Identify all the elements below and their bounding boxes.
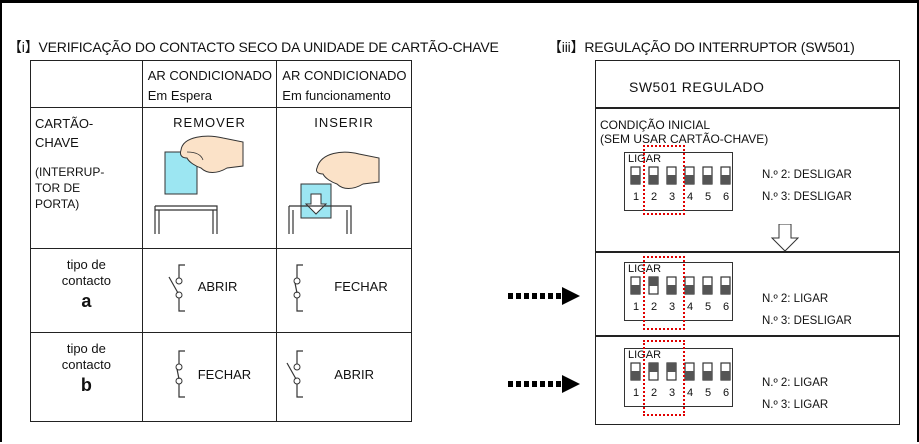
switch-number-5: 5 (705, 191, 712, 203)
sw-panel-contact-b: LIGAR 1 2 3 4 5 6 N.º 2: LIGAR N.º 3: LI… (595, 335, 900, 425)
status-switch-3: N.º 3: DESLIGAR (762, 191, 852, 203)
closed-contact-symbol (175, 350, 185, 398)
remove-card-illustration (154, 135, 244, 234)
sw501-title-box: SW501 REGULADO (595, 60, 900, 109)
switch-number-4: 4 (687, 301, 694, 313)
hand (316, 151, 380, 189)
heading-switch-setting: 【iii】REGULAÇÃO DO INTERRUPTOR (SW501) (548, 39, 855, 55)
contact-b-status: N.º 2: LIGAR N.º 3: LIGAR (762, 372, 828, 416)
switch-number-2: 2 (651, 191, 658, 203)
switch-number-4: 4 (687, 191, 694, 203)
status-switch-2: N.º 2: LIGAR (762, 293, 829, 305)
cell-b-standby: FECHAR (141, 332, 278, 422)
status-switch-3: N.º 3: DESLIGAR (762, 315, 852, 327)
switch-number-1: 1 (633, 387, 640, 399)
open-contact-symbol (286, 350, 304, 398)
sw-panel-initial: CONDIÇÃO INICIAL (SEM USAR CARTÃO-CHAVE)… (595, 107, 900, 253)
contact-b-line2: contacto (61, 357, 111, 372)
switch-number-4: 4 (687, 387, 694, 399)
a-standby-state: ABRIR (197, 279, 238, 294)
switch-number-1: 1 (633, 301, 640, 313)
heading-dry-contact-check: 【i】VERIFICAÇÃO DO CONTACTO SECO DA UNIDA… (8, 39, 499, 55)
closed-contact-symbol (293, 264, 304, 312)
arrow-right-icon (508, 375, 580, 393)
col-header-standby: AR CONDICIONADO Em Espera (141, 60, 278, 108)
highlight-switch-2-3 (643, 256, 685, 330)
row-label-keycard: CARTÃO- CHAVE (INTERRUP- TOR DE PORTA) (30, 107, 143, 249)
open-contact-symbol (168, 264, 185, 312)
switch-number-1: 1 (633, 191, 640, 203)
dip-switch-levers (630, 362, 731, 381)
card-holder (288, 205, 352, 234)
arrow-right-icon (508, 287, 580, 305)
card-holder (154, 205, 218, 234)
col-header-standby-line2: Em Espera (147, 88, 213, 103)
arrow-down-icon (305, 193, 328, 215)
contact-b-line1: tipo de (66, 341, 106, 356)
col-header-running-line2: Em funcionamento (282, 88, 391, 103)
initial-condition-line1: CONDIÇÃO INICIAL (600, 118, 711, 132)
switch-number-3: 3 (669, 301, 676, 313)
switch-number-2: 2 (651, 301, 658, 313)
a-running-state: FECHAR (334, 279, 388, 294)
initial-condition-label: CONDIÇÃO INICIAL (SEM USAR CARTÃO-CHAVE) (600, 118, 768, 146)
dip-switch-levers (630, 276, 731, 295)
initial-status: N.º 2: DESLIGAR N.º 3: DESLIGAR (762, 164, 852, 208)
col-header-running-line1: AR CONDICIONADO (282, 68, 407, 83)
cell-a-standby: ABRIR (141, 248, 278, 333)
dip-switch: LIGAR 1 2 3 4 5 6 (624, 348, 733, 407)
sw501-title: SW501 REGULADO (629, 79, 765, 95)
insert-card-illustration (288, 151, 380, 234)
switch-number-2: 2 (651, 387, 658, 399)
contact-a-status: N.º 2: LIGAR N.º 3: DESLIGAR (762, 288, 852, 332)
contact-a-line2: contacto (61, 273, 111, 288)
status-switch-2: N.º 2: LIGAR (762, 377, 829, 389)
b-standby-state: FECHAR (197, 367, 252, 382)
col-header-running: AR CONDICIONADO Em funcionamento (276, 60, 412, 108)
initial-condition-line2: (SEM USAR CARTÃO-CHAVE) (600, 132, 769, 146)
b-running-state: ABRIR (334, 367, 375, 382)
highlight-switch-2-3 (643, 340, 685, 416)
highlight-switch-2-3 (643, 145, 685, 215)
switch-number-5: 5 (705, 301, 712, 313)
dry-contact-table: AR CONDICIONADO Em Espera AR CONDICIONAD… (30, 60, 450, 422)
status-switch-2: N.º 2: DESLIGAR (762, 169, 852, 181)
row-label-contact-b: tipo de contacto b (30, 332, 143, 422)
row-label-keycard-line3: (INTERRUP- (35, 165, 105, 179)
switch-number-6: 6 (723, 387, 730, 399)
row-label-keycard-line5: PORTA) (35, 197, 80, 211)
switch-number-5: 5 (705, 387, 712, 399)
status-switch-3: N.º 3: LIGAR (762, 399, 829, 411)
dip-switch: LIGAR 1 2 3 4 5 6 (624, 262, 733, 321)
switch-number-3: 3 (669, 387, 676, 399)
cell-b-running: ABRIR (276, 332, 412, 422)
corner-cell (30, 60, 143, 108)
switch-number-6: 6 (723, 191, 730, 203)
sw-panel-contact-a: LIGAR 1 2 3 4 5 6 N.º 2: LIGAR N.º 3: DE… (595, 251, 900, 337)
cell-insert-card: INSERIR (276, 107, 412, 249)
hand (179, 135, 244, 173)
dip-switch: LIGAR 1 2 3 4 5 6 (624, 152, 733, 211)
contact-b-letter: b (80, 375, 92, 395)
remove-label: REMOVER (173, 115, 246, 130)
row-label-contact-a: tipo de contacto a (30, 248, 143, 333)
switch-number-6: 6 (723, 301, 730, 313)
row-label-keycard-line4: TOR DE (35, 181, 81, 195)
insert-label: INSERIR (314, 115, 374, 130)
switch-number-3: 3 (669, 191, 676, 203)
contact-a-letter: a (81, 291, 92, 311)
arrow-down-icon (770, 224, 800, 252)
dip-switch-levers (630, 166, 731, 185)
col-header-standby-line1: AR CONDICIONADO (147, 68, 272, 83)
cell-remove-card: REMOVER (141, 107, 278, 249)
contact-a-line1: tipo de (66, 257, 106, 272)
cell-a-running: FECHAR (276, 248, 412, 333)
row-label-keycard-line1: CARTÃO- (35, 116, 94, 131)
row-label-keycard-line2: CHAVE (35, 135, 79, 150)
